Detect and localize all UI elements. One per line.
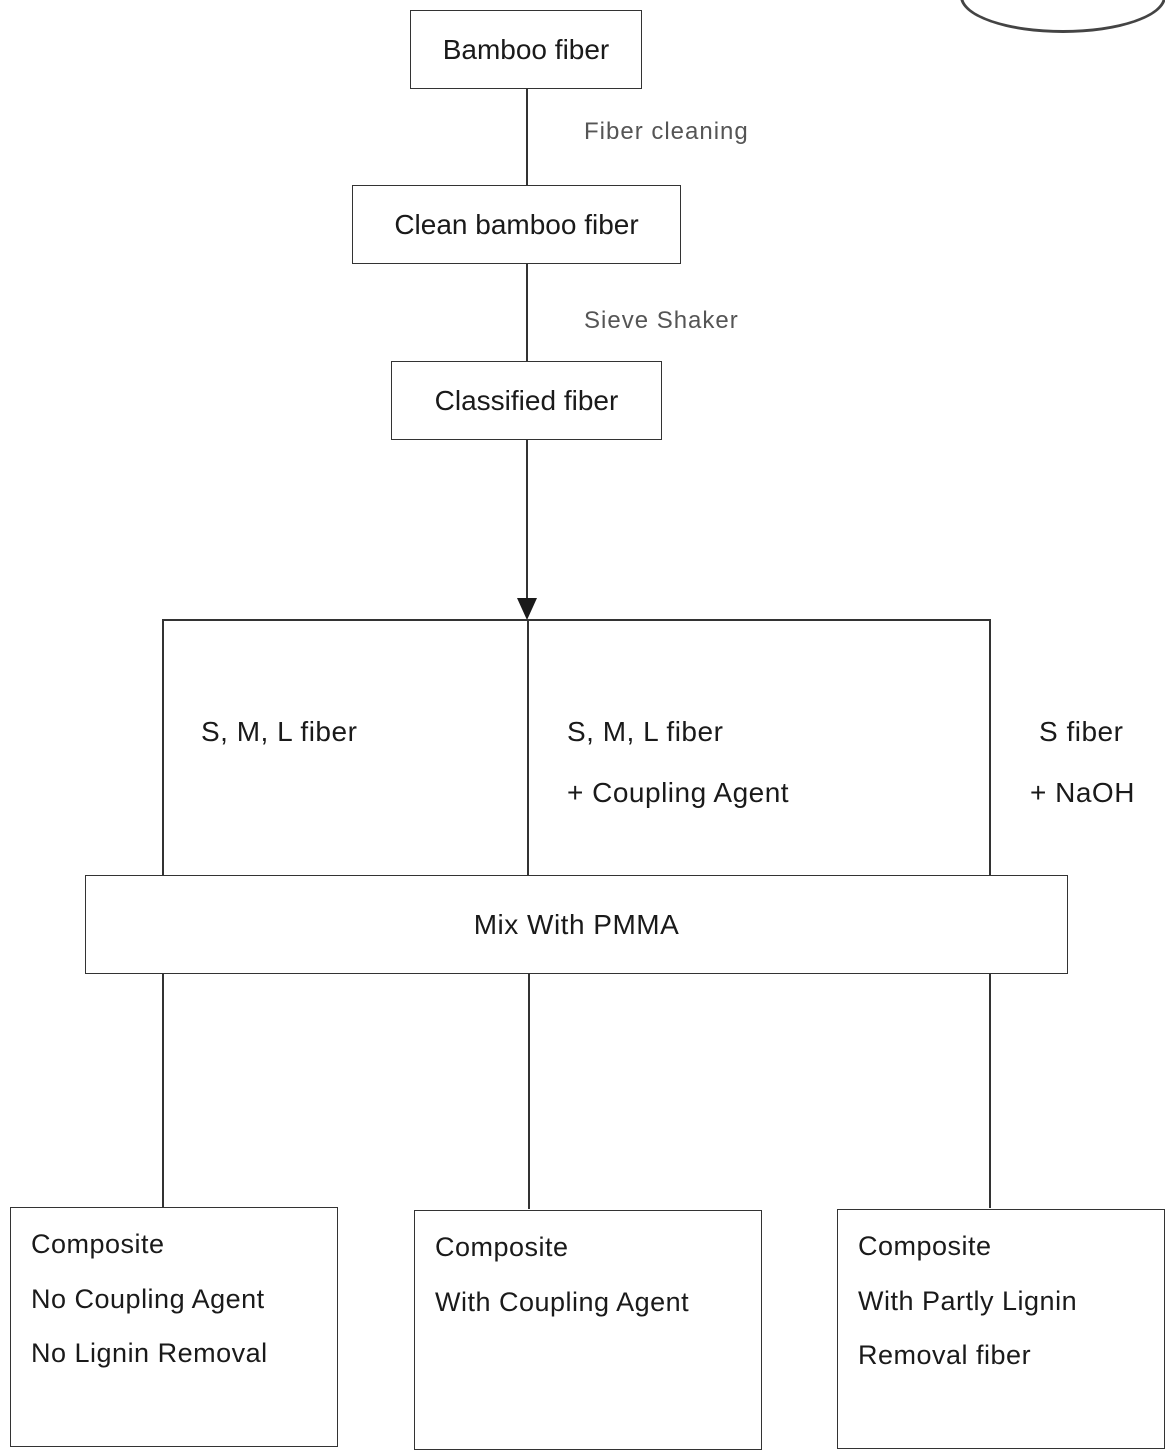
node-mix-label: Mix With PMMA [473,908,680,940]
output-right-line-1: Composite [858,1231,992,1261]
connector-to-output-middle [528,974,530,1209]
node-clean-bamboo-fiber: Clean bamboo fiber [352,185,681,264]
connector-to-output-right [989,974,991,1208]
branch-right-line [989,619,991,876]
node-classified-fiber-label: Classified fiber [434,384,619,416]
node-mix-with-pmma: Mix With PMMA [85,875,1068,974]
step-fiber-cleaning: Fiber cleaning [584,118,749,145]
output-box-with-coupling: Composite With Coupling Agent [414,1210,762,1450]
connector-clean-to-classified [526,264,528,362]
step-sieve-shaker: Sieve Shaker [584,307,739,334]
branch-left-label: S, M, L fiber [201,716,358,747]
output-left-text: Composite No Coupling Agent No Lignin Re… [31,1229,268,1394]
connector-bamboo-to-clean [526,89,528,186]
branch-middle-line [527,619,529,876]
branch-top-bar [162,619,991,621]
node-bamboo-fiber-label: Bamboo fiber [442,33,610,65]
node-bamboo-fiber: Bamboo fiber [410,10,642,89]
output-box-no-coupling: Composite No Coupling Agent No Lignin Re… [10,1207,338,1447]
connector-to-output-left [162,974,164,1208]
output-middle-line-2: With Coupling Agent [435,1286,690,1317]
output-middle-line-1: Composite [435,1232,569,1262]
output-right-line-3: Removal fiber [858,1340,1032,1371]
branch-middle-label: S, M, L fiber [567,716,724,747]
output-left-line-3: No Lignin Removal [31,1338,268,1369]
branch-right-sublabel: + NaOH [1030,777,1135,808]
branch-left-line [162,619,164,876]
output-left-line-2: No Coupling Agent [31,1283,265,1314]
output-left-line-1: Composite [31,1229,165,1259]
branch-middle-sublabel: + Coupling Agent [567,777,790,808]
output-right-line-2: With Partly Lignin [858,1285,1078,1316]
arrowhead-down-icon [517,598,537,620]
branch-right-label: S fiber [1039,716,1124,747]
stamp-seal [960,0,1165,33]
output-middle-text: Composite With Coupling Agent [435,1232,690,1342]
connector-classified-to-branches [526,440,528,600]
output-right-text: Composite With Partly Lignin Removal fib… [858,1231,1078,1396]
node-classified-fiber: Classified fiber [391,361,662,440]
node-clean-bamboo-fiber-label: Clean bamboo fiber [394,208,639,240]
output-box-partly-lignin: Composite With Partly Lignin Removal fib… [837,1209,1165,1449]
